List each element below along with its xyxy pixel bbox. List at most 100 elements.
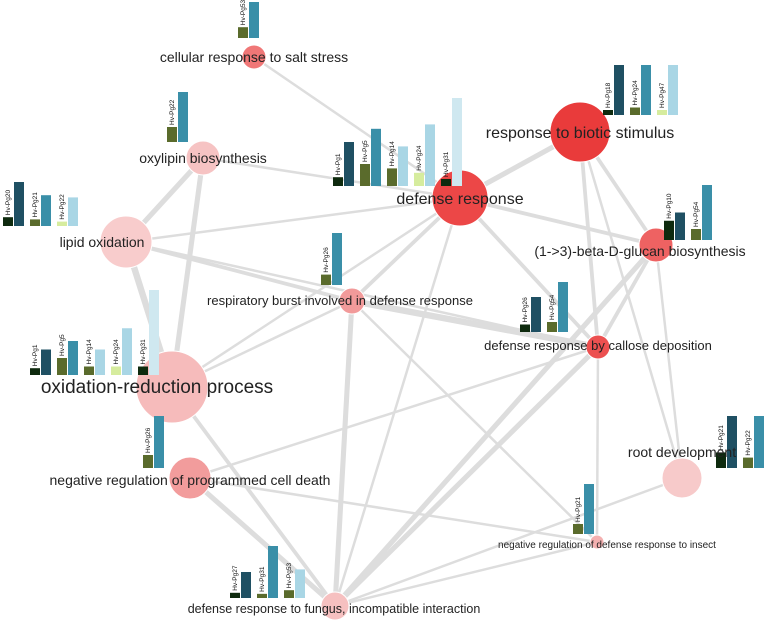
edge-defense-callose [458,196,600,349]
bar-defense-2 [360,164,370,186]
node-label-callose: defense response by callose deposition [484,338,712,353]
label-layer: cellular response to salt stress oxylipin… [41,49,746,616]
bar-label-defense-2: Hv-Pg5 [362,140,369,162]
bar-label-burst-0: Hv-Pg26 [323,247,330,273]
bar-label-glucan-2: Hv-Pg54 [693,201,700,227]
bar-fungus-1 [241,572,251,598]
bar-label-lipid-4: Hv-Pg22 [59,194,66,220]
bar-pcd-1 [154,416,164,468]
bar-lipid-3 [41,195,51,226]
bar-oxred-5 [95,349,105,375]
node-fungus[interactable] [320,591,350,621]
bar-label-fungus-4: Hv-Pg53 [286,563,293,589]
bar-oxred-7 [122,328,132,375]
bar-label-biotic-0: Hv-Pg18 [605,82,612,108]
bar-glucan-2 [691,229,701,240]
bar-defense-0 [333,177,343,186]
bar-label-callose-0: Hv-Pg26 [522,297,529,323]
edge-glucan-root [654,243,684,480]
bar-label-pcd-0: Hv-Pg26 [145,427,152,453]
edge-defense-fungus [333,196,462,608]
bar-oxred-9 [149,290,159,375]
bar-defense-9 [452,98,462,186]
bar-callose-0 [520,324,530,332]
node-oxylipin[interactable] [185,140,221,176]
edge-defense-glucan [458,196,658,247]
bar-oxylipin-1 [178,92,188,142]
bar-label-lipid-2: Hv-Pg21 [32,192,39,218]
bar-oxred-1 [41,349,51,375]
bar-oxred-2 [57,358,67,375]
bar-glucan-0 [664,220,674,240]
bar-fungus-5 [295,569,305,598]
node-insect[interactable] [589,534,605,550]
node-salt[interactable] [241,44,267,70]
bar-label-oxred-6: Hv-Pg24 [113,339,120,365]
bar-insect-1 [584,484,594,534]
bar-lipid-2 [30,219,40,226]
bar-defense-4 [387,168,397,186]
bar-callose-2 [547,322,557,332]
bar-label-oxred-0: Hv-Pg1 [32,344,39,366]
node-burst[interactable] [338,287,366,315]
bar-root-0 [716,452,726,468]
bar-glucan-3 [702,185,712,240]
node-label-glucan: (1->3)-beta-D-glucan biosynthesis [534,243,745,259]
bar-label-oxred-8: Hv-Pg31 [140,339,147,365]
node-pcd[interactable] [168,456,212,500]
node-root[interactable] [661,457,703,499]
edge-biotic-root [578,130,684,480]
edge-callose-pcd [188,345,600,480]
bar-burst-1 [332,233,342,285]
node-label-insect: negative regulation of defense response … [498,540,716,551]
bar-biotic-5 [668,65,678,115]
node-callose[interactable] [585,334,611,360]
edge-lipid-burst [124,240,354,303]
bar-label-defense-6: Hv-Pg24 [416,145,423,171]
bar-label-oxred-2: Hv-Pg5 [59,334,66,356]
bar-oxylipin-0 [167,127,177,142]
node-label-salt: cellular response to salt stress [160,49,348,65]
node-label-root: root development [628,444,736,460]
bar-fungus-4 [284,590,294,598]
bar-lipid-4 [57,221,67,226]
bar-lipid-0 [3,217,13,226]
edge-callose-insect [595,345,600,544]
edge-glucan-fungus [332,242,659,609]
bar-oxred-0 [30,368,40,375]
bar-label-lipid-0: Hv-Pg20 [5,190,12,216]
bar-fungus-3 [268,546,278,598]
bar-glucan-1 [675,212,685,240]
bar-label-oxylipin-0: Hv-Pg22 [169,99,176,125]
bar-callose-3 [558,282,568,332]
node-label-oxylipin: oxylipin biosynthesis [139,150,267,166]
edge-oxylipin-oxred [169,155,206,390]
node-biotic[interactable] [549,101,611,163]
edge-fungus-insect [333,540,599,608]
edge-pcd-insect [188,476,599,544]
bar-label-glucan-0: Hv-Pg10 [666,193,673,219]
edge-pcd-fungus [187,475,338,609]
bar-label-fungus-2: Hv-Pg31 [259,566,266,592]
bar-salt-0 [238,27,248,38]
bar-label-insect-0: Hv-Pg21 [575,496,582,522]
edge-burst-insect [350,299,599,544]
node-label-pcd: negative regulation of programmed cell d… [50,472,331,488]
bar-oxred-3 [68,341,78,375]
edge-burst-fungus [332,298,355,609]
bar-defense-1 [344,142,354,186]
node-lipid[interactable] [99,215,153,269]
edge-oxylipin-defense [201,156,462,200]
bar-label-callose-2: Hv-Pg54 [549,294,556,320]
bar-salt-1 [249,2,259,38]
node-label-fungus: defense response to fungus, incompatible… [188,602,481,616]
node-label-lipid: lipid oxidation [60,234,145,250]
edge-defense-oxred [170,196,462,389]
bar-root-2 [743,457,753,468]
bar-oxred-4 [84,366,94,375]
bar-defense-6 [414,172,424,186]
edge-fungus-root [333,476,684,608]
bar-defense-5 [398,146,408,186]
bar-biotic-4 [657,110,667,115]
